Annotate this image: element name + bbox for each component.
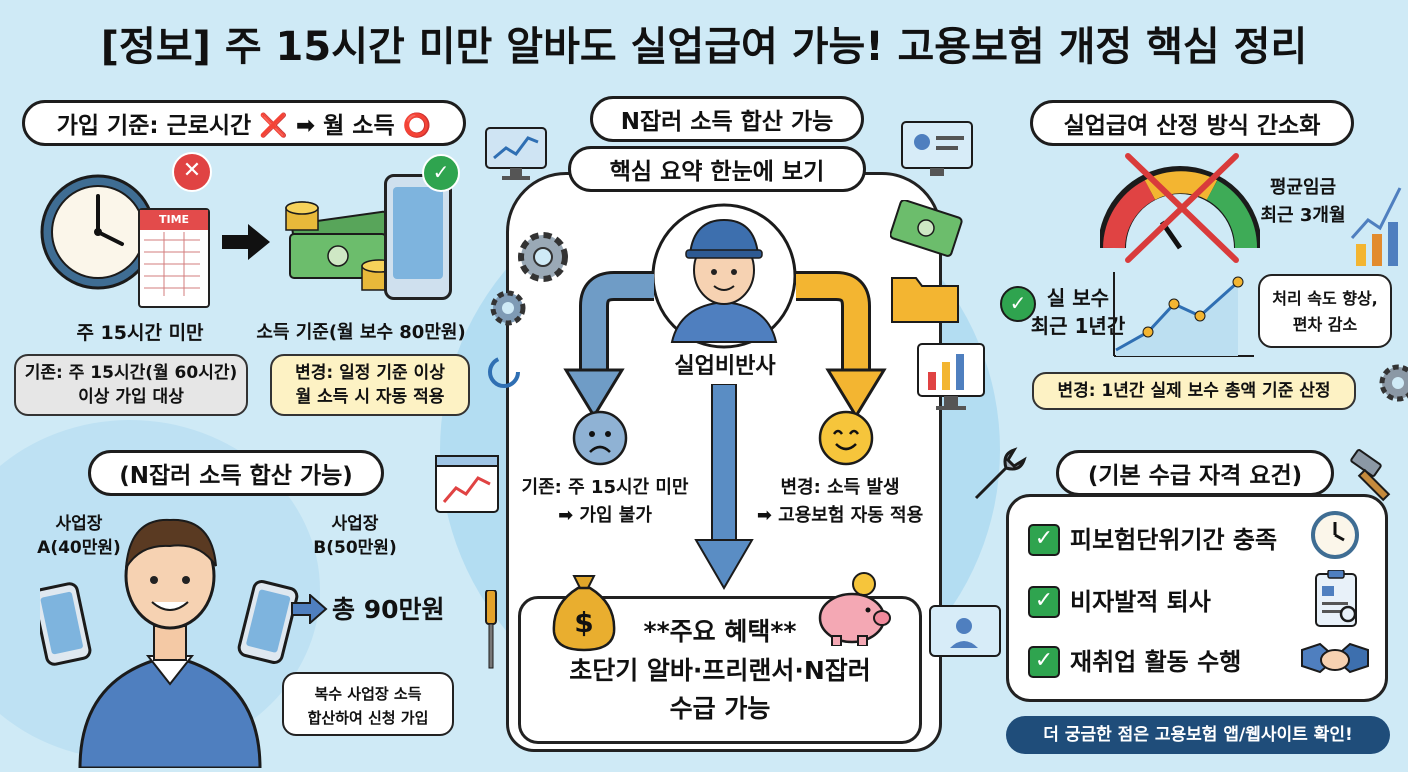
timesheet-label: TIME (140, 210, 208, 230)
x-mark-icon: ✕ (172, 152, 212, 192)
clipboard-icon (1312, 569, 1362, 628)
section-header-enrollment: 가입 기준: 근로시간 ❌ ➡ 월 소득 ⭕ (22, 100, 466, 146)
old-criteria-box: 기존: 주 15시간(월 60시간) 이상 가입 대상 (14, 354, 248, 416)
section-header-center: N잡러 소득 합산 가능 (590, 96, 864, 142)
section-header-njob: (N잡러 소득 합산 가능) (88, 450, 384, 496)
site-a-label: 사업장 A(40만원) (37, 514, 121, 558)
income-criteria-label: 소득 기준(월 보수 80만원) (256, 322, 466, 343)
benefit-title: **주요 혜택** (643, 617, 797, 646)
check-icon: ✓ (1028, 524, 1060, 556)
bar-chart-icon (1350, 168, 1404, 268)
site-b-label: 사업장 B(50만원) (313, 514, 397, 558)
summary-subheader: 핵심 요약 한눈에 보기 (568, 146, 866, 192)
page-title: [정보] 주 15시간 미만 알바도 실업급여 가능! 고용보험 개정 핵심 정… (100, 24, 1308, 70)
gauge-icon (1098, 148, 1262, 268)
check-circle-icon: ✓ (422, 154, 460, 192)
gear-icon (484, 284, 532, 332)
profile-card-icon (928, 604, 1002, 658)
money-icon (889, 199, 964, 262)
check-icon: ✓ (1028, 646, 1060, 678)
worker-avatar-icon (650, 202, 798, 350)
section-header-eligibility: (기본 수급 자격 요건) (1056, 450, 1334, 496)
smartphone-icon (384, 174, 452, 300)
refresh-icon (484, 352, 524, 392)
handshake-icon (1300, 632, 1370, 686)
wrench-icon (966, 444, 1030, 508)
monitor-chart-icon (484, 126, 548, 182)
worker-with-phones-illustration (32, 506, 300, 770)
eligibility-item: 재취업 활동 수행 (1070, 648, 1242, 676)
clock-icon (1310, 510, 1360, 560)
section-header-calculation: 실업급여 산정 방식 간소화 (1030, 100, 1354, 146)
eligibility-item: 비자발적 퇴사 (1070, 588, 1211, 616)
right-arrow-icon (220, 222, 272, 266)
speech-bubble: 복수 사업장 소득 합산하여 신청 가입 (282, 672, 454, 736)
sad-face-icon (572, 410, 628, 466)
folder-icon (890, 268, 960, 324)
left-curved-arrow-icon (560, 270, 660, 424)
under-15-hours-label: 주 15시간 미만 (76, 322, 204, 344)
footer-banner: 더 궁금한 점은 고용보험 앱/웹사이트 확인! (1006, 716, 1390, 754)
gear-icon (508, 222, 578, 292)
eligibility-item: 피보험단위기간 충족 (1070, 526, 1278, 554)
gear-icon (1374, 360, 1408, 406)
check-icon: ✓ (1028, 586, 1060, 618)
new-rule-text: 변경: 소득 발생 ➡ 고용보험 자동 적용 (756, 477, 924, 526)
calculation-change-box: 변경: 1년간 실제 보수 총액 기준 산정 (1032, 372, 1356, 410)
dollar-symbol: $ (574, 606, 594, 639)
browser-chart-icon (434, 454, 500, 514)
happy-face-icon (818, 410, 874, 466)
money-bag-icon: $ (548, 570, 620, 652)
average-wage-label: 평균임금 최근 3개월 (1260, 177, 1346, 226)
piggy-bank-icon (812, 570, 892, 647)
worker-label: 실업비반사 (674, 354, 776, 379)
line-chart-icon (1108, 270, 1258, 362)
down-arrow-icon (694, 383, 754, 594)
speech-bubble: 처리 속도 향상, 편차 감소 (1258, 274, 1392, 348)
hammer-icon (1346, 448, 1402, 504)
benefit-text: 초단기 알바·프리랜서·N잡러 수급 가능 (569, 656, 871, 723)
right-curved-arrow-icon (790, 270, 890, 424)
check-circle-icon: ✓ (1000, 286, 1036, 322)
money-stack-icon (280, 178, 400, 298)
right-arrow-icon (290, 592, 328, 628)
profile-monitor-icon (900, 120, 974, 182)
monitor-bar-chart-icon (916, 342, 986, 420)
total-income-label: 총 90만원 (332, 595, 445, 624)
actual-pay-label: 실 보수 최근 1년간 (1030, 286, 1126, 338)
timesheet-icon: TIME (138, 208, 210, 308)
new-criteria-box: 변경: 일정 기준 이상 월 소득 시 자동 적용 (270, 354, 470, 416)
screwdriver-icon (478, 589, 504, 670)
old-rule-text: 기존: 주 15시간 미만 ➡ 가입 불가 (521, 477, 689, 526)
